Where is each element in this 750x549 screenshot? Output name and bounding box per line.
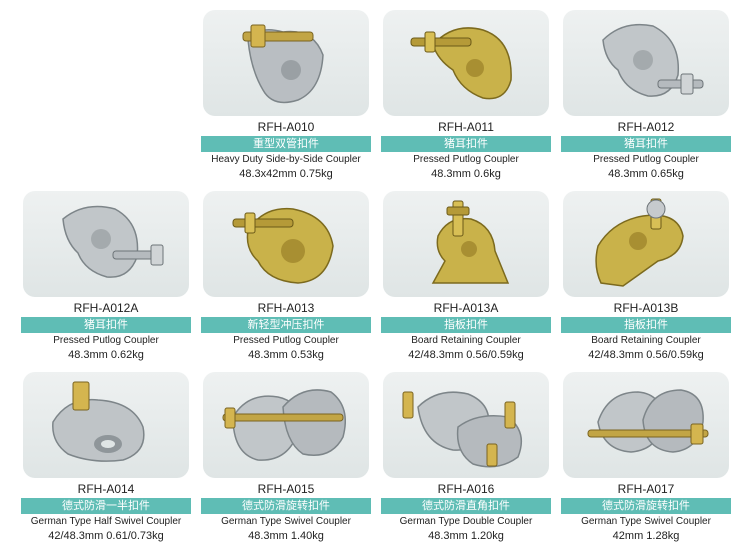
product-card-a014[interactable]: RFH-A014 德式防滑一半扣件 German Type Half Swive… xyxy=(21,372,191,544)
product-card-a010[interactable]: RFH-A010 重型双管扣件 Heavy Duty Side-by-Side … xyxy=(201,10,371,182)
product-photo xyxy=(563,10,729,116)
product-card-a016[interactable]: RFH-A016 德式防滑直角扣件 German Type Double Cou… xyxy=(381,372,551,544)
coupler-image xyxy=(402,391,523,468)
product-code: RFH-A013 xyxy=(257,301,315,315)
product-photo xyxy=(203,191,369,297)
product-name-cn: 德式防滑旋转扣件 xyxy=(201,498,371,514)
product-spec: 48.3x42mm 0.75kg xyxy=(239,168,333,180)
product-code: RFH-A014 xyxy=(77,482,135,496)
product-name-en: Board Retaining Coupler xyxy=(411,335,521,346)
product-spec: 42/48.3mm 0.56/0.59kg xyxy=(588,349,704,361)
product-card-a011[interactable]: RFH-A011 猪耳扣件 Pressed Putlog Coupler 48.… xyxy=(381,10,551,182)
product-spec: 48.3mm 0.65kg xyxy=(608,168,684,180)
product-name-en: Pressed Putlog Coupler xyxy=(53,335,159,346)
coupler-image xyxy=(595,198,684,287)
product-name-cn: 德式防滑一半扣件 xyxy=(21,498,191,514)
coupler-image xyxy=(587,389,709,453)
product-card-a012a[interactable]: RFH-A012A 猪耳扣件 Pressed Putlog Coupler 48… xyxy=(21,191,191,363)
product-name-cn: 德式防滑直角扣件 xyxy=(381,498,551,514)
product-card-a013[interactable]: RFH-A013 新轻型冲压扣件 Pressed Putlog Coupler … xyxy=(201,191,371,363)
product-code: RFH-A011 xyxy=(438,120,494,134)
product-code: RFH-A012 xyxy=(617,120,675,134)
product-photo xyxy=(203,372,369,478)
product-card-a017[interactable]: RFH-A017 德式防滑旋转扣件 German Type Swivel Cou… xyxy=(561,372,731,544)
product-name-en: Pressed Putlog Coupler xyxy=(233,335,339,346)
product-spec: 48.3mm 0.62kg xyxy=(68,349,144,361)
product-name-cn: 猪耳扣件 xyxy=(21,317,191,333)
product-code: RFH-A017 xyxy=(617,482,675,496)
product-photo xyxy=(563,372,729,478)
product-code: RFH-A015 xyxy=(257,482,315,496)
product-name-en: Board Retaining Coupler xyxy=(591,335,701,346)
product-card-a012[interactable]: RFH-A012 猪耳扣件 Pressed Putlog Coupler 48.… xyxy=(561,10,731,182)
product-card-a013a[interactable]: RFH-A013A 指板扣件 Board Retaining Coupler 4… xyxy=(381,191,551,363)
product-name-en: German Type Swivel Coupler xyxy=(581,516,711,527)
product-spec: 48.3mm 1.40kg xyxy=(248,530,324,542)
product-code: RFH-A013B xyxy=(613,301,679,315)
product-name-en: German Type Half Swivel Coupler xyxy=(30,516,182,527)
product-code: RFH-A010 xyxy=(257,120,315,134)
product-spec: 42mm 1.28kg xyxy=(612,530,680,542)
product-photo xyxy=(383,191,549,297)
product-name-en: German Type Double Coupler xyxy=(399,516,533,527)
product-name-cn: 指板扣件 xyxy=(381,317,551,333)
product-name-cn: 重型双管扣件 xyxy=(201,136,371,152)
product-name-cn: 指板扣件 xyxy=(561,317,731,333)
product-photo xyxy=(23,372,189,478)
product-card-a013b[interactable]: RFH-A013B 指板扣件 Board Retaining Coupler 4… xyxy=(561,191,731,363)
product-name-cn: 猪耳扣件 xyxy=(561,136,731,152)
product-name-cn: 猪耳扣件 xyxy=(381,136,551,152)
product-spec: 42/48.3mm 0.61/0.73kg xyxy=(48,530,164,542)
coupler-image xyxy=(602,23,704,97)
product-photo xyxy=(563,191,729,297)
coupler-image xyxy=(242,24,324,104)
product-photo xyxy=(383,372,549,478)
product-spec: 48.3mm 0.53kg xyxy=(248,349,324,361)
product-photo xyxy=(383,10,549,116)
product-spec: 48.3mm 0.6kg xyxy=(431,168,501,180)
product-name-cn: 德式防滑旋转扣件 xyxy=(561,498,731,514)
coupler-image xyxy=(410,27,512,100)
coupler-image xyxy=(62,205,164,278)
product-code: RFH-A016 xyxy=(437,482,495,496)
coupler-image xyxy=(52,381,145,462)
product-photo xyxy=(23,191,189,297)
product-code: RFH-A012A xyxy=(73,301,139,315)
coupler-image xyxy=(232,207,334,284)
product-name-en: Pressed Putlog Coupler xyxy=(593,154,699,165)
product-card-a015[interactable]: RFH-A015 德式防滑旋转扣件 German Type Swivel Cou… xyxy=(201,372,371,544)
product-name-en: German Type Swivel Coupler xyxy=(221,516,351,527)
coupler-image xyxy=(431,200,510,284)
product-name-en: Pressed Putlog Coupler xyxy=(413,154,519,165)
coupler-image xyxy=(222,389,346,461)
product-name-en: Heavy Duty Side-by-Side Coupler xyxy=(211,154,361,165)
product-spec: 48.3mm 1.20kg xyxy=(428,530,504,542)
product-name-cn: 新轻型冲压扣件 xyxy=(201,317,371,333)
product-photo xyxy=(203,10,369,116)
product-code: RFH-A013A xyxy=(433,301,499,315)
product-spec: 42/48.3mm 0.56/0.59kg xyxy=(408,349,524,361)
